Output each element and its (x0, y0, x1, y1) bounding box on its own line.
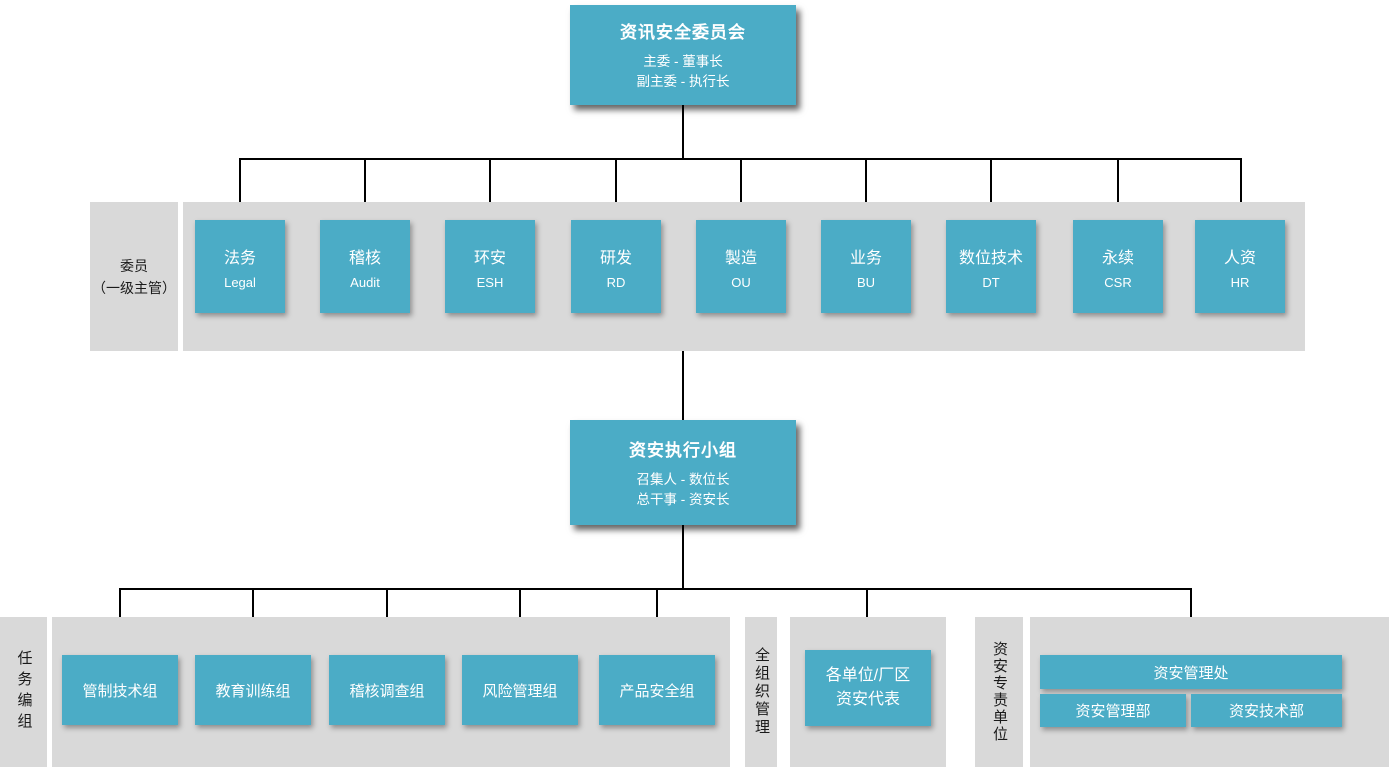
dedicated-unit-band (1030, 617, 1389, 767)
connector-line (119, 588, 1192, 590)
connector-line (682, 351, 684, 420)
node-title: 资讯安全委员会 (620, 23, 746, 42)
node-security-management-dept: 资安管理部 (1040, 694, 1186, 727)
task-title: 教育训练组 (215, 682, 291, 700)
connector-line (364, 158, 366, 220)
node-security-tech-dept: 资安技术部 (1191, 694, 1342, 727)
member-title: 数位技术 (958, 249, 1023, 267)
node-control-tech-group: 管制技术组 (62, 655, 178, 725)
connector-line (239, 158, 241, 220)
node-subtitle: 召集人 - 数位长 (636, 471, 730, 487)
connector-line (682, 525, 684, 590)
node-rd: 研发 RD (571, 220, 661, 313)
task-group-label-text: 任务编组 (15, 650, 33, 734)
org-wide-label: 全组织管理 (745, 617, 777, 767)
node-product-security-group: 产品安全组 (599, 655, 715, 725)
dept-title: 资安管理部 (1075, 703, 1151, 720)
node-unit-representatives: 各单位/厂区 资安代表 (805, 650, 931, 726)
member-title: 人资 (1223, 249, 1256, 267)
connector-line (682, 105, 684, 160)
node-bu: 业务 BU (821, 220, 911, 313)
node-title: 资安执行小组 (629, 440, 737, 460)
node-legal: 法务 Legal (195, 220, 285, 313)
connector-line (615, 158, 617, 220)
node-dt: 数位技术 DT (946, 220, 1036, 313)
committee-label-line1: 委员 (120, 257, 148, 274)
member-subtitle: BU (856, 274, 876, 290)
member-subtitle: CSR (1104, 274, 1132, 290)
member-subtitle: Legal (224, 274, 256, 290)
node-csr: 永续 CSR (1073, 220, 1163, 313)
org-wide-label-text: 全组织管理 (753, 647, 770, 737)
member-title: 製造 (724, 249, 757, 267)
node-subtitle: 副主委 - 执行长 (636, 74, 730, 89)
member-title: 环安 (473, 249, 506, 267)
member-subtitle: DT (982, 274, 1000, 290)
connector-line (1240, 158, 1242, 220)
node-security-committee: 资讯安全委员会 主委 - 董事长 副主委 - 执行长 (570, 5, 796, 105)
member-subtitle: Audit (350, 274, 380, 290)
connector-line (489, 158, 491, 220)
connector-line (1117, 158, 1119, 220)
connector-line (740, 158, 742, 220)
task-title: 风险管理组 (482, 682, 558, 700)
node-audit-investigation-group: 稽核调查组 (329, 655, 445, 725)
member-title: 永续 (1101, 249, 1134, 267)
node-security-management-office: 资安管理处 (1040, 655, 1342, 689)
connector-line (865, 158, 867, 220)
task-title: 管制技术组 (82, 682, 158, 700)
node-ou: 製造 OU (696, 220, 786, 313)
unit-rep-line2: 资安代表 (835, 691, 900, 708)
node-risk-management-group: 风险管理组 (462, 655, 578, 725)
node-audit: 稽核 Audit (320, 220, 410, 313)
member-title: 业务 (849, 249, 882, 267)
task-title: 产品安全组 (619, 682, 695, 700)
member-subtitle: RD (606, 274, 626, 290)
connector-line (990, 158, 992, 220)
member-subtitle: OU (731, 274, 751, 290)
node-esh: 环安 ESH (445, 220, 535, 313)
member-title: 法务 (223, 249, 256, 267)
task-group-label: 任务编组 (0, 617, 47, 767)
dept-title: 资安技术部 (1228, 703, 1304, 720)
member-title: 稽核 (348, 249, 381, 267)
member-subtitle: HR (1230, 274, 1250, 290)
node-subtitle: 主委 - 董事长 (643, 54, 723, 69)
node-subtitle: 总干事 - 资安长 (636, 491, 730, 507)
committee-label-line2: （一级主管） (92, 279, 176, 296)
dedicated-unit-label: 资安专责单位 (975, 617, 1023, 767)
committee-row-label: 委员 （一级主管） (90, 202, 178, 351)
node-education-training-group: 教育训练组 (195, 655, 311, 725)
member-subtitle: ESH (476, 274, 504, 290)
office-title: 资安管理处 (1153, 664, 1229, 682)
node-exec-team: 资安执行小组 召集人 - 数位长 总干事 - 资安长 (570, 420, 796, 525)
dedicated-unit-label-text: 资安专责单位 (991, 641, 1008, 743)
task-title: 稽核调查组 (349, 682, 425, 700)
member-title: 研发 (599, 249, 632, 267)
node-hr: 人资 HR (1195, 220, 1285, 313)
unit-rep-line1: 各单位/厂区 (825, 667, 911, 684)
